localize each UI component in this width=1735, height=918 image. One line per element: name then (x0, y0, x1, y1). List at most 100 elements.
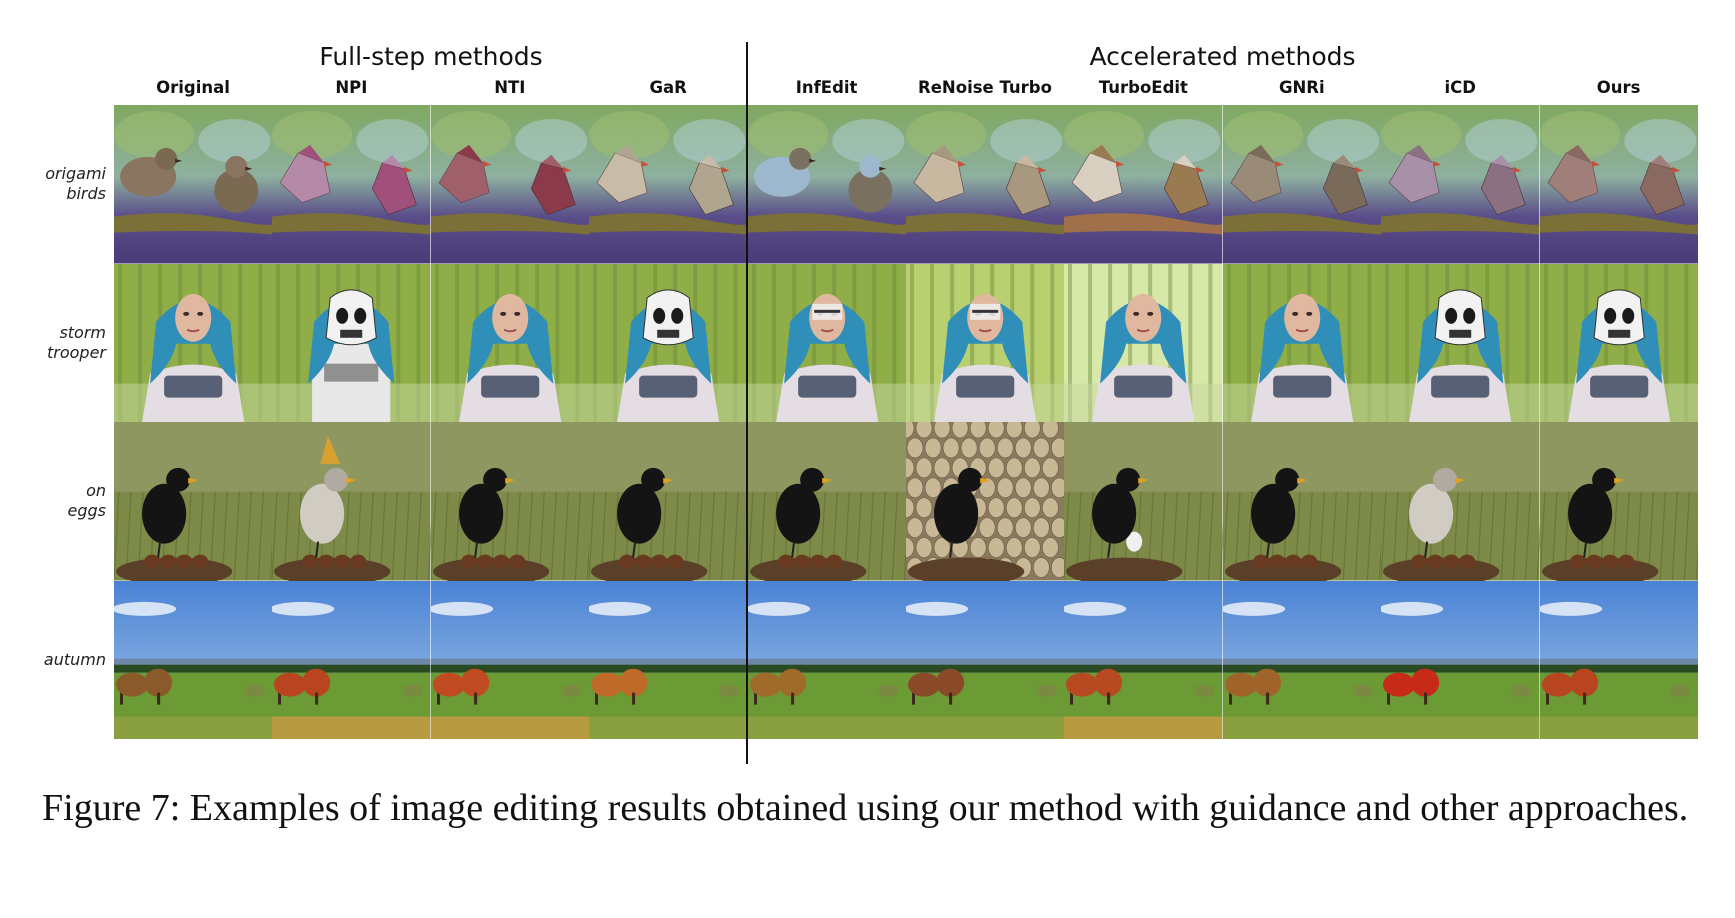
result-image-graphic (905, 263, 1065, 422)
column-header: TurboEdit (1098, 78, 1188, 97)
result-image (1539, 580, 1698, 739)
result-image (589, 422, 748, 581)
result-image-graphic (747, 263, 906, 422)
result-image (1222, 580, 1382, 739)
result-image (905, 105, 1065, 264)
result-image-graphic (272, 105, 431, 264)
result-image (1222, 422, 1382, 581)
result-image-graphic (430, 422, 590, 581)
column-header: NTI (494, 78, 526, 97)
result-image (1381, 422, 1540, 581)
result-image (1539, 422, 1698, 581)
result-image-graphic (114, 422, 273, 581)
result-image (905, 422, 1065, 581)
result-image-graphic (114, 263, 273, 422)
result-image-graphic (589, 422, 748, 581)
group-title-accelerated: Accelerated methods (1089, 42, 1356, 71)
result-image (905, 580, 1065, 739)
result-image (1064, 105, 1223, 264)
result-image (114, 422, 273, 581)
result-image-graphic (1064, 580, 1223, 739)
result-image-graphic (747, 422, 906, 581)
result-image-graphic (114, 105, 273, 264)
result-image-graphic (747, 580, 906, 739)
result-image-graphic (1064, 105, 1223, 264)
result-image (1064, 580, 1223, 739)
result-image (747, 263, 906, 422)
result-image (272, 105, 431, 264)
row-label-line: autumn (43, 649, 106, 669)
result-image-graphic (905, 422, 1065, 581)
row-label: autumn (0, 650, 106, 670)
result-image (114, 580, 273, 739)
column-header: Ours (1596, 78, 1641, 97)
column-header: NPI (335, 78, 368, 97)
result-image (1539, 263, 1698, 422)
result-image (589, 263, 748, 422)
result-image (272, 263, 431, 422)
result-image-graphic (1381, 422, 1540, 581)
result-image-graphic (1539, 422, 1698, 581)
row-label-line: storm (59, 322, 106, 342)
result-image-graphic (747, 105, 906, 264)
row-label-line: origami (45, 164, 106, 184)
column-header: InfEdit (795, 78, 858, 97)
result-image (430, 422, 590, 581)
result-image (747, 580, 906, 739)
result-image-graphic (1222, 105, 1382, 264)
result-image (1064, 263, 1223, 422)
result-image-graphic (1381, 580, 1540, 739)
result-image-graphic (1222, 580, 1382, 739)
group-title-full-step: Full-step methods (319, 42, 543, 71)
row-label-line: on (86, 481, 106, 501)
result-image-graphic (1381, 105, 1540, 264)
result-image-graphic (1064, 422, 1223, 581)
result-image-graphic (589, 263, 748, 422)
result-image-graphic (905, 105, 1065, 264)
result-image (1222, 105, 1382, 264)
result-image (1222, 263, 1382, 422)
result-image (430, 580, 590, 739)
result-image (747, 105, 906, 264)
result-image-graphic (589, 580, 748, 739)
result-image (589, 105, 748, 264)
result-image-graphic (1381, 263, 1540, 422)
row-label-line: eggs (67, 501, 107, 521)
column-header: ReNoise Turbo (918, 78, 1052, 97)
result-image-graphic (430, 105, 590, 264)
result-image-graphic (905, 580, 1065, 739)
result-image-graphic (589, 105, 748, 264)
result-image (589, 580, 748, 739)
result-image (905, 263, 1065, 422)
column-header: Original (156, 78, 230, 97)
result-image-graphic (1222, 422, 1382, 581)
result-image (430, 105, 590, 264)
result-image (1064, 422, 1223, 581)
result-image (114, 105, 273, 264)
column-header: GNRi (1278, 78, 1325, 97)
image-grid (114, 105, 1698, 739)
method-group-divider (746, 42, 748, 764)
figure-caption: Figure 7: Examples of image editing resu… (42, 787, 1689, 829)
result-image (114, 263, 273, 422)
result-image-graphic (1539, 105, 1698, 264)
result-image (747, 422, 906, 581)
result-image (272, 422, 431, 581)
column-header: iCD (1444, 78, 1476, 97)
row-label-line: birds (66, 184, 106, 204)
result-image-graphic (1539, 263, 1698, 422)
result-image-graphic (114, 580, 273, 739)
result-image (1539, 105, 1698, 264)
result-image-graphic (272, 580, 431, 739)
result-image-graphic (272, 422, 431, 581)
column-header: GaR (649, 78, 687, 97)
result-image-graphic (1222, 263, 1382, 422)
result-image (430, 263, 590, 422)
result-image (1381, 580, 1540, 739)
result-image-graphic (1064, 263, 1223, 422)
result-image (272, 580, 431, 739)
result-image (1381, 263, 1540, 422)
result-image-graphic (1539, 580, 1698, 739)
